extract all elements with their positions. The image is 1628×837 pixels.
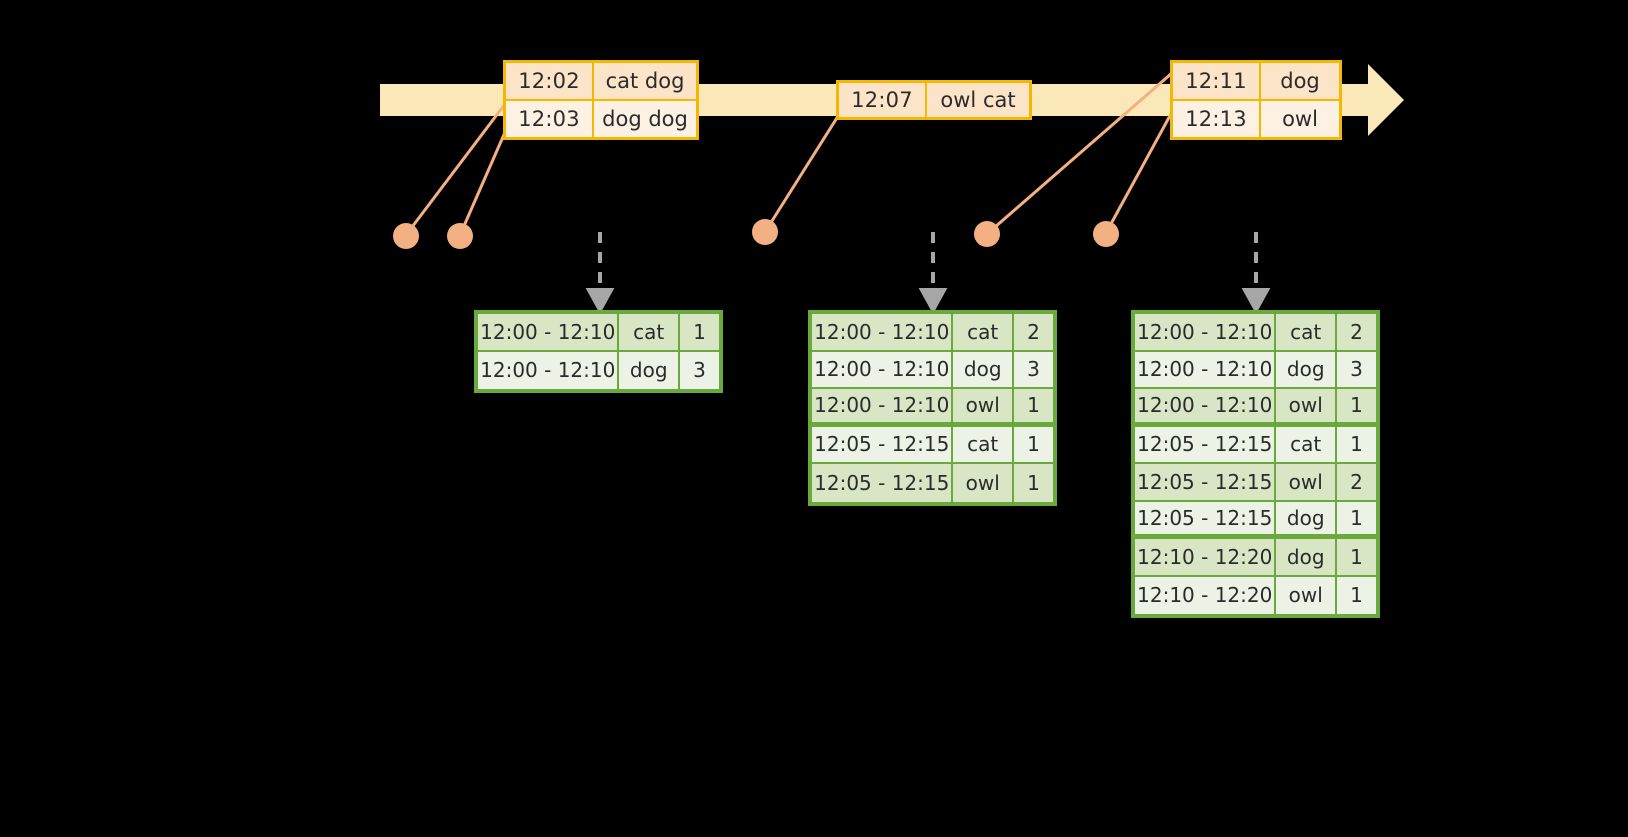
- cell-count: 3: [1336, 351, 1376, 389]
- cell-window: 12:00 - 12:10: [812, 351, 954, 389]
- cell-word: dog: [1276, 351, 1337, 389]
- cell-count: 1: [1336, 576, 1376, 614]
- event-words: owl: [1282, 107, 1318, 131]
- cell-window: 12:00 - 12:10: [1135, 351, 1277, 389]
- event-time: 12:03: [506, 101, 594, 137]
- event-time: 12:02: [506, 63, 594, 99]
- event-row[interactable]: 12:07 owl cat: [839, 83, 1029, 117]
- cell-count: 1: [1336, 426, 1376, 464]
- event-words: cat dog: [605, 69, 685, 93]
- event-row[interactable]: 12:13 owl: [1173, 101, 1339, 137]
- cell-word: dog: [619, 351, 680, 389]
- cell-window: 12:00 - 12:10: [812, 314, 954, 352]
- event-box-group-2[interactable]: 12:07 owl cat: [836, 80, 1032, 120]
- event-row[interactable]: 12:02 cat dog: [506, 63, 696, 101]
- cell-count: 1: [1013, 426, 1053, 464]
- cell-window: 12:10 - 12:20: [1135, 576, 1277, 614]
- cell-word: cat: [1276, 314, 1337, 352]
- cell-window: 12:05 - 12:15: [1135, 426, 1277, 464]
- cell-window: 12:00 - 12:10: [1135, 314, 1277, 352]
- cell-count: 2: [1336, 314, 1376, 352]
- cell-count: 1: [1013, 464, 1053, 502]
- event-dot: [393, 223, 419, 249]
- cell-window: 12:00 - 12:10: [478, 351, 620, 389]
- event-words: owl cat: [940, 88, 1016, 112]
- cell-word: owl: [1276, 576, 1337, 614]
- cell-window: 12:05 - 12:15: [1135, 501, 1277, 539]
- cell-window: 12:10 - 12:20: [1135, 539, 1277, 577]
- cell-word: owl: [953, 389, 1014, 427]
- event-dots: [393, 219, 1119, 249]
- cell-window: 12:05 - 12:15: [1135, 464, 1277, 502]
- flow-arrows: [585, 232, 1271, 315]
- event-box-group-3[interactable]: 12:11 dog 12:13 owl: [1170, 60, 1342, 140]
- cell-word: cat: [1276, 426, 1337, 464]
- flow-arrow: [1241, 232, 1271, 315]
- cell-count: 3: [679, 351, 719, 389]
- cell-window: 12:05 - 12:15: [812, 464, 954, 502]
- cell-count: 1: [1336, 539, 1376, 577]
- event-row[interactable]: 12:03 dog dog: [506, 101, 696, 137]
- cell-word: owl: [1276, 389, 1337, 427]
- cell-count: 1: [679, 314, 719, 352]
- flow-arrow: [585, 232, 615, 315]
- flow-arrow: [918, 232, 948, 315]
- cell-word: cat: [953, 314, 1014, 352]
- cell-word: owl: [1276, 464, 1337, 502]
- event-dot: [1093, 221, 1119, 247]
- event-time: 12:13: [1173, 101, 1261, 137]
- event-time: 12:07: [839, 83, 927, 117]
- cell-word: cat: [619, 314, 680, 352]
- cell-count: 2: [1336, 464, 1376, 502]
- cell-word: dog: [1276, 539, 1337, 577]
- cell-window: 12:05 - 12:15: [812, 426, 954, 464]
- cell-count: 1: [1336, 501, 1376, 539]
- event-box-group-1[interactable]: 12:02 cat dog 12:03 dog dog: [503, 60, 699, 140]
- cell-window: 12:00 - 12:10: [1135, 389, 1277, 427]
- cell-count: 3: [1013, 351, 1053, 389]
- event-dot: [447, 223, 473, 249]
- event-words: dog: [1280, 69, 1320, 93]
- cell-word: cat: [953, 426, 1014, 464]
- cell-count: 1: [1336, 389, 1376, 427]
- cell-window: 12:00 - 12:10: [812, 389, 954, 427]
- event-dot: [752, 219, 778, 245]
- cell-word: dog: [1276, 501, 1337, 539]
- event-dot: [974, 221, 1000, 247]
- cell-count: 1: [1013, 389, 1053, 427]
- cell-window: 12:00 - 12:10: [478, 314, 620, 352]
- event-row[interactable]: 12:11 dog: [1173, 63, 1339, 101]
- cell-count: 2: [1013, 314, 1053, 352]
- event-time: 12:11: [1173, 63, 1261, 99]
- event-words: dog dog: [602, 107, 688, 131]
- cell-word: owl: [953, 464, 1014, 502]
- cell-word: dog: [953, 351, 1014, 389]
